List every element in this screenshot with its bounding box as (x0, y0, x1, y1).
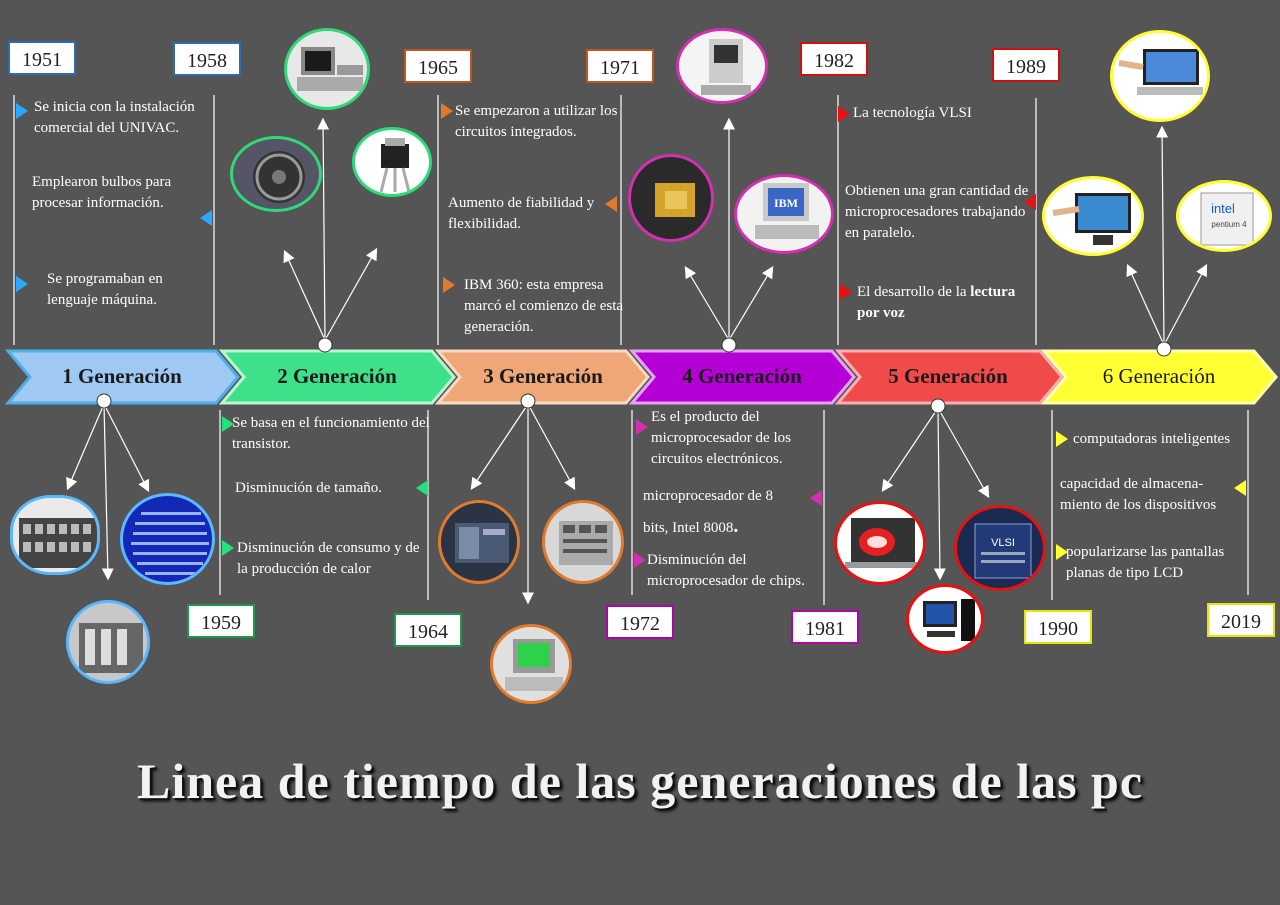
generation-label-2: 2 Generación (277, 364, 397, 388)
gen1-text-b: Emplearon bulbos para procesar informaci… (32, 174, 172, 211)
generation-label-5: 5 Generación (888, 364, 1008, 388)
gen6-text-c: popularizarse las pantallas planas de ti… (1066, 544, 1225, 581)
gen5-text-c-bold1: lectura (970, 284, 1016, 300)
generation-label-4: 4 Generación (682, 364, 802, 388)
year-1951: 1951 (8, 41, 76, 75)
circuit-board-image (542, 500, 624, 584)
marker-blue-icon (200, 210, 212, 226)
gen3-text-b: Aumento de fiabilidad y flexibilidad. (448, 195, 595, 232)
marker-yellow-icon (1056, 431, 1068, 447)
vacuum-tube-computer-image (66, 600, 150, 684)
gen5-text-c-bold2: por voz (857, 305, 905, 321)
gen3-text-c: IBM 360: esta empresa marcó el comienzo … (464, 277, 624, 335)
marker-magenta-icon (810, 490, 822, 506)
marker-green-icon (222, 540, 234, 556)
gen2-text-a: Se basa en el funcionamiento del transis… (232, 415, 430, 452)
software-screen-image (438, 500, 520, 584)
year-1964: 1964 (394, 613, 462, 647)
binary-screen-image (120, 493, 215, 585)
gen4-text-b-period: . (733, 515, 739, 537)
gen2-text-b: Disminución de tamaño. (235, 480, 383, 496)
marker-red-icon (840, 284, 852, 300)
gen4-text-b-line2: bits, Intel 8008 (643, 520, 734, 536)
early-pc-image (284, 28, 370, 110)
marker-orange-icon (605, 196, 617, 212)
marker-red-icon (1024, 194, 1036, 210)
year-1958: 1958 (173, 42, 241, 76)
year-1981: 1981 (791, 610, 859, 644)
gen5-text-a: La tecnología VLSI (853, 105, 972, 121)
marker-magenta-icon (634, 552, 646, 568)
gen1-text-c: Se programaban en lenguaje máquina. (47, 271, 163, 308)
intel-chip-image (628, 154, 714, 242)
intel-logo-text: intel (1211, 201, 1235, 216)
year-2019: 2019 (1207, 603, 1275, 637)
chevron-6 (1040, 349, 1278, 405)
voice-laptop-image (834, 501, 926, 585)
generation-label-3: 3 Generación (483, 364, 603, 388)
chevron-5 (834, 349, 1064, 405)
gen5-text-c-part1: El desarrollo de la (857, 284, 971, 300)
year-1965: 1965 (404, 49, 472, 83)
intel-pentium-image: intel pentium 4 (1176, 180, 1272, 252)
gen6-text-b: capacidad de almacena-miento de los disp… (1060, 476, 1217, 513)
year-1971: 1971 (586, 49, 654, 83)
year-1959: 1959 (187, 604, 255, 638)
gen5-text-b: Obtienen una gran cantidad de microproce… (845, 183, 1029, 241)
gen3-text-a: Se empezaron a utilizar los circuitos in… (455, 103, 618, 140)
gen1-text-a: Se inicia con la instalación comercial d… (34, 99, 195, 136)
gen4-text-b: microprocesador de 8 bits, Intel 8008. (643, 481, 808, 543)
gen4-text-b-line1: microprocesador de 8 (643, 488, 773, 504)
touchscreen-monitor-image (1042, 176, 1144, 256)
generation-label-1: 1 Generación (62, 364, 182, 388)
marker-blue-icon (16, 103, 28, 119)
marker-red-icon (838, 106, 850, 122)
gen2-text-c: Disminución de consumo y de la producció… (237, 540, 420, 577)
marker-magenta-icon (636, 419, 648, 435)
year-1972: 1972 (606, 605, 674, 639)
gen6-text-a: computadoras inteligentes (1073, 431, 1231, 447)
chevron-3 (434, 349, 650, 405)
marker-orange-icon (443, 277, 455, 293)
marker-green-icon (416, 480, 428, 496)
chevron-1 (4, 349, 240, 405)
pentium-text: pentium 4 (1211, 220, 1247, 229)
marker-yellow-icon (1056, 544, 1068, 560)
heatsink-fan-image (230, 136, 322, 212)
gen5-text-c: El desarrollo de la lectura por voz (857, 282, 1037, 324)
desktop-tower-image (906, 584, 984, 654)
chevron-4 (628, 349, 856, 405)
tablet-touch-image (1110, 30, 1210, 122)
gen4-text-a: Es el producto del microprocesador de lo… (651, 409, 791, 467)
year-1990: 1990 (1024, 610, 1092, 644)
univac-building-image (10, 495, 100, 575)
year-1982: 1982 (800, 42, 868, 76)
ibm-pc-image: IBM (734, 174, 834, 254)
marker-orange-icon (441, 103, 453, 119)
generation-chevrons (4, 349, 1278, 405)
marker-yellow-icon (1234, 480, 1246, 496)
transistor-image (352, 127, 432, 197)
macintosh-image (676, 28, 768, 104)
ibm-logo-text: IBM (774, 196, 798, 210)
page-title: Linea de tiempo de las generaciones de l… (136, 753, 1144, 809)
chevron-2 (218, 349, 456, 405)
vlsi-chip-image: VLSI (954, 505, 1046, 591)
year-1989: 1989 (992, 48, 1060, 82)
marker-blue-icon (16, 276, 28, 292)
generation-label-6: 6 Generación (1102, 364, 1216, 388)
gen4-text-c: Disminución del microprocesador de chips… (647, 552, 805, 589)
green-screen-pc-image (490, 624, 572, 704)
marker-green-icon (222, 416, 234, 432)
vlsi-text: VLSI (991, 537, 1015, 549)
